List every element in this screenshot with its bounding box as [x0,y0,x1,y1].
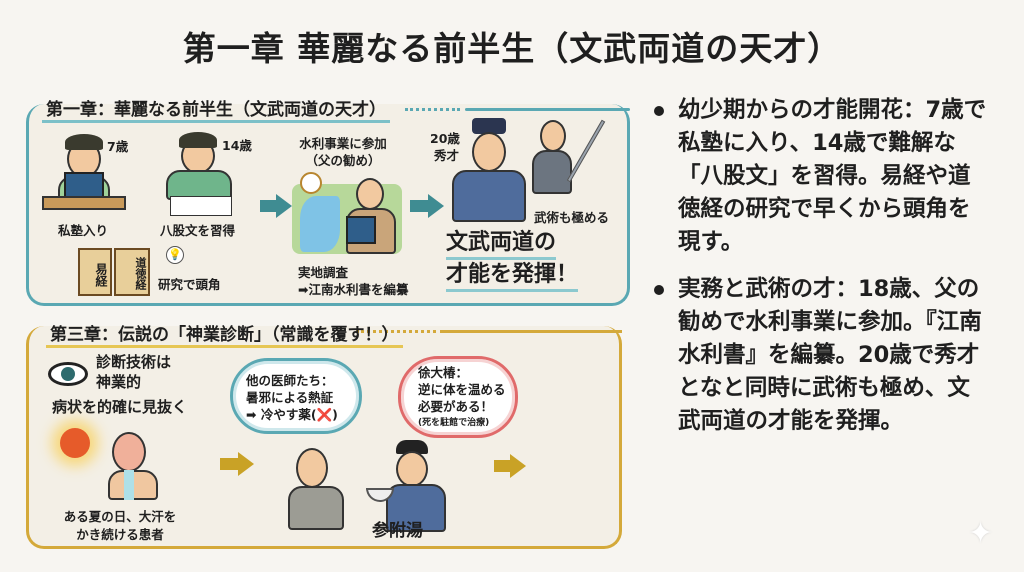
divider [356,330,436,333]
scholar-hat [472,118,506,134]
patient-body [288,486,344,530]
patient-illustration [112,432,146,472]
eye-icon [48,362,88,386]
others-text: 他の医師たち： 暑邪による熱証 ➡ 冷やす薬(❌) [246,372,338,423]
diagnosis-text: 診断技術は 神業的 [96,352,171,392]
text-line: 神業的 [96,373,142,391]
warrior-illustration [540,120,566,152]
divider [465,108,630,111]
chapter3-title: 第三章：伝説の「神業診断」（常識を覆す！） [46,320,403,348]
chapter1-title: 第一章：華麗なる前半生（文武両道の天才） [42,95,390,123]
xu-text: 徐大椿： 逆に体を温める 必要がある！ (死を駐館で治療) [418,364,506,432]
caption: ➡江南水利書を編纂 [298,282,409,297]
caption: 実地調査 [298,265,349,280]
text-line: (死を駐館で治療) [418,418,490,428]
caption: 私塾入り [58,223,109,238]
caption: 武術も極める [534,210,610,225]
text-line: 暑邪による熱証 [246,390,334,405]
bullet-list: 幼少期からの才能開花：7歳で私塾に入り、14歳で難解な「八股文」を習得。易経や道… [652,94,992,452]
thought-bubble-others [230,358,362,434]
book-icon [346,216,376,244]
caption: かき続ける患者 [76,527,164,542]
arrow-stem [410,200,429,212]
caption: 研究で頭角 [158,277,221,292]
caption: 八股文を習得 [160,223,236,238]
divider [440,330,622,333]
hair [179,132,217,148]
text-line: 診断技術は [96,353,172,371]
arrow-right-icon [238,452,254,476]
caption: 水利事業に参加 [299,136,387,151]
arrow-right-icon [428,194,444,218]
divider [405,108,460,111]
river [300,196,340,252]
slogan-line: 才能を発揮！ [446,260,579,292]
thought-bubble-xu [398,356,518,438]
text-line: 逆に体を温める [418,382,506,397]
slide-title: 第一章 華麗なる前半生（文武両道の天才） [182,29,842,68]
slogan: 文武両道の 才能を発揮！ [446,228,579,292]
pupil [61,367,75,381]
text-line: 徐大椿： [418,365,469,380]
sparkle-icon: ✦ [968,516,994,551]
text-line: 病状を的確に見抜く [52,398,188,416]
slogan-line: 文武両道の [446,228,557,260]
xu-hat [396,440,428,454]
towel [124,470,134,500]
paper [170,196,232,216]
bullet-item: 幼少期からの才能開花：7歳で私塾に入り、14歳で難解な「八股文」を習得。易経や道… [652,94,992,259]
text-line: ➡ 冷やす薬(❌) [246,407,338,422]
arrow-right-icon [510,454,526,478]
xu-body [386,484,446,532]
patient-illustration [296,448,328,488]
bullet-item: 実務と武術の才：18歳、父の勧めで水利事業に参加。『江南水利書』を編纂。20歳で… [652,273,992,438]
arrow-stem [494,460,511,472]
text-line: 必要がある！ [418,399,494,414]
man-illustration [356,178,384,210]
medicine-label: 参附湯 [372,521,423,541]
text-line: 他の医師たち： [246,373,334,388]
scroll-ekikyo: 易経 [78,248,112,296]
scholar-illustration [472,132,506,172]
lightbulb-icon: 💡 [166,246,184,264]
desk [42,196,126,210]
scroll-dotokukyo: 道徳経 [114,248,150,296]
arrow-right-icon [276,194,292,218]
boy-body [166,170,232,200]
caption: （父の勧め） [305,153,381,168]
age-label: 20歳 [430,131,460,146]
arrow-stem [260,200,277,212]
xu-dachun-illustration [396,451,428,487]
compass-icon [300,172,322,194]
warrior-body [532,150,572,194]
age-label: 14歳 [222,138,252,153]
scholar-body [452,170,526,222]
caption: ある夏の日、大汗を [63,509,177,524]
age-label: 7歳 [107,139,129,154]
arrow-stem [220,458,239,470]
hair [65,134,103,150]
sun-icon [60,428,90,458]
caption: 秀才 [434,148,460,163]
